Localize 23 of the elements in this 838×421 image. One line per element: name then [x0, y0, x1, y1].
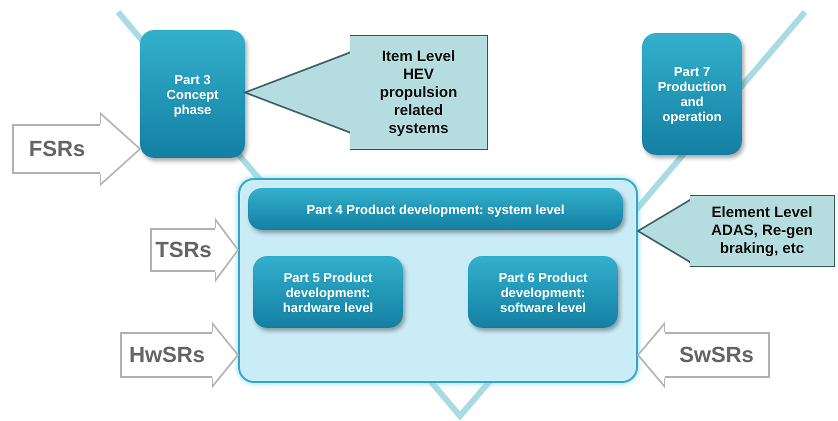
requirement-label: HwSRs [129, 342, 205, 368]
block-arrow-body [665, 332, 770, 378]
block-arrow-body [150, 228, 215, 272]
requirement-label: FSRs [28, 136, 86, 162]
block-arrow-body [12, 124, 100, 174]
box-label: Part 7 Production and operation [656, 64, 728, 124]
requirement-label: SwSRs [679, 342, 754, 368]
callout-box [350, 35, 488, 150]
box-label: Part 5 Product development: hardware level [282, 270, 374, 314]
group-panel [238, 178, 638, 383]
callout-box [690, 195, 835, 267]
box-label: Element Level ADAS, Re-gen braking, etc [710, 204, 814, 258]
process-box [248, 188, 623, 230]
box-label: Item Level HEV propulsion related systems [378, 48, 458, 138]
process-box [642, 33, 742, 155]
box-label: Part 4 Product development: system level [306, 202, 564, 216]
process-box [253, 256, 403, 328]
block-arrow-body [120, 332, 212, 378]
process-box [140, 30, 245, 158]
box-label: Part 3 Concept phase [166, 72, 220, 116]
process-box [468, 256, 618, 328]
requirement-label: TSRs [155, 237, 212, 263]
box-label: Part 6 Product development: software level [498, 270, 588, 314]
